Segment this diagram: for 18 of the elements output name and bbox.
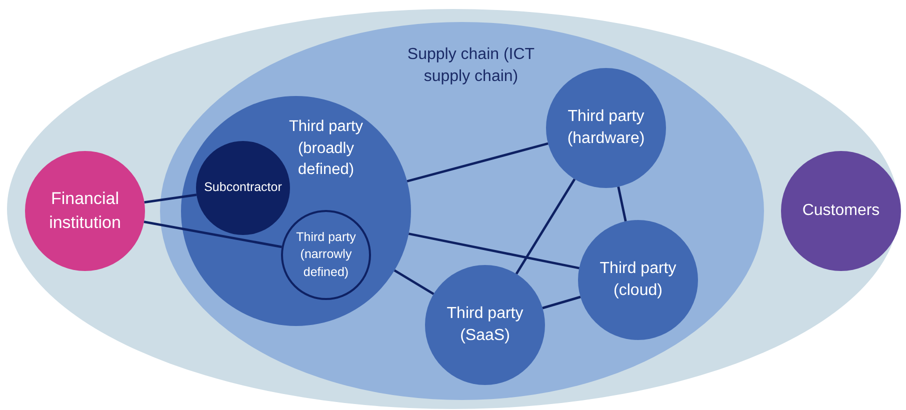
connector-line bbox=[617, 186, 627, 222]
connector-line bbox=[144, 194, 197, 204]
circle-label: Third party (SaaS) bbox=[446, 304, 524, 346]
connector-line bbox=[144, 220, 282, 248]
connector-line bbox=[394, 269, 434, 296]
connector-line bbox=[515, 178, 576, 274]
circle-label: Financial institution bbox=[48, 188, 122, 234]
connector-line bbox=[542, 296, 581, 310]
circle-label: Third party (broadly defined) bbox=[288, 117, 364, 180]
circle-label: Customers bbox=[801, 200, 881, 221]
circle-label: Third party (narrowly defined) bbox=[295, 228, 357, 281]
circle-label: Third party (hardware) bbox=[566, 106, 646, 149]
circle-label: Subcontractor bbox=[203, 179, 283, 196]
connector-line bbox=[408, 232, 580, 270]
circle-label: Third party (cloud) bbox=[598, 258, 678, 301]
group-heading: Supply chain (ICT supply chain) bbox=[406, 45, 536, 88]
connector-line bbox=[406, 142, 548, 182]
subcontractor-circle bbox=[196, 141, 290, 235]
